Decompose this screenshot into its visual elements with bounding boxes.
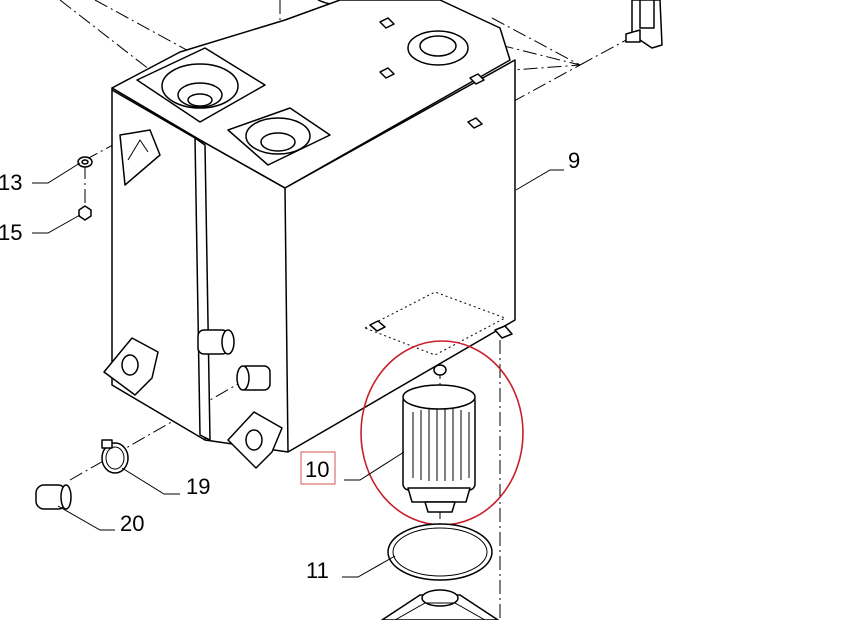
nut-15 <box>78 205 92 221</box>
filter-housing <box>381 589 499 620</box>
callout-9: 9 <box>568 148 580 173</box>
leader-lines <box>32 162 564 578</box>
callout-19: 19 <box>186 474 210 499</box>
cap-20 <box>35 484 72 510</box>
callout-10-box <box>300 451 336 485</box>
hose-clamp-19 <box>101 439 129 474</box>
o-ring-11 <box>387 523 493 581</box>
callout-15: 15 <box>0 220 22 245</box>
callout-20: 20 <box>120 511 144 536</box>
washer-13 <box>77 156 93 168</box>
nut-group <box>379 17 485 129</box>
callout-13: 13 <box>0 170 22 195</box>
callout-11: 11 <box>306 558 329 583</box>
filter-element-10 <box>402 364 476 513</box>
hydraulic-tank <box>103 0 516 469</box>
callout-10: 10 <box>305 457 329 482</box>
